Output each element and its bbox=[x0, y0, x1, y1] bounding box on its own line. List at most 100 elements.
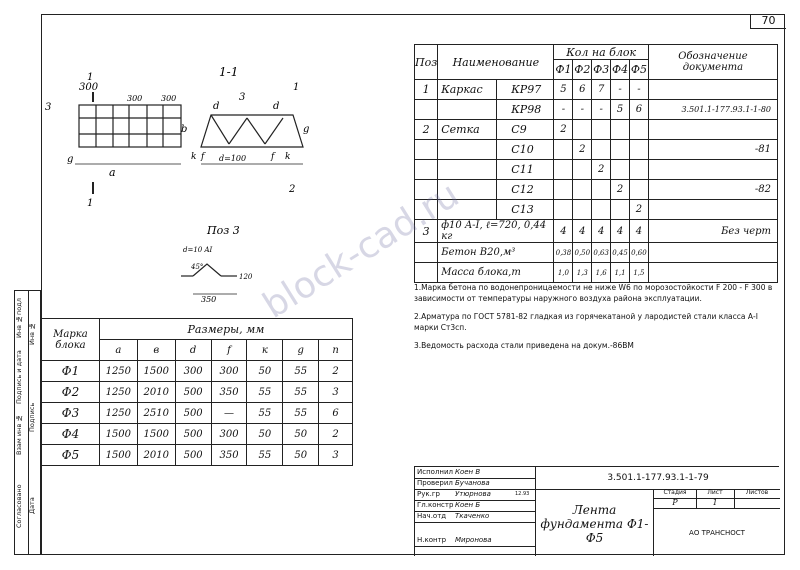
spec-cell: 5 bbox=[610, 99, 630, 120]
qty-col: Ф3 bbox=[591, 59, 612, 80]
staff-name: Бучанова bbox=[455, 479, 490, 487]
spec-cell bbox=[437, 139, 498, 160]
sizes-col-header: d bbox=[174, 339, 212, 361]
sizes-cell: 350 bbox=[210, 444, 248, 466]
spec-cell bbox=[553, 179, 574, 200]
spec-cell bbox=[553, 139, 574, 160]
spec-cell: КР97 bbox=[496, 79, 555, 100]
spec-cell bbox=[647, 262, 779, 283]
section-dim: d bbox=[213, 101, 219, 112]
sizes-cell: 500 bbox=[174, 444, 212, 466]
section-dim: 2 bbox=[288, 184, 295, 195]
header-designation: Обозначение документа bbox=[647, 44, 779, 80]
sheet-value: 1 bbox=[696, 498, 735, 509]
sizes-cell: 50 bbox=[246, 423, 284, 445]
sizes-cell: 3 bbox=[318, 381, 353, 403]
binding-label: Дата bbox=[28, 497, 36, 515]
spec-cell: 5 bbox=[553, 79, 574, 100]
binding-label: Подпись bbox=[28, 402, 36, 432]
spec-cell: КР98 bbox=[496, 99, 555, 120]
spec-cell: ф10 A-I, ℓ=720, 0,44 кг bbox=[437, 219, 555, 243]
spec-cell: 6 bbox=[572, 79, 593, 100]
qty-col: Ф2 bbox=[572, 59, 593, 80]
note: 3.Ведомость расхода стали приведена на д… bbox=[414, 341, 634, 350]
drawing-area: 300 300 300 3 a g b 1 1 1-1 d d f f k k … bbox=[45, 65, 309, 304]
qty-col: Ф5 bbox=[628, 59, 649, 80]
spec-cell: 1,1 bbox=[610, 262, 630, 283]
spec-cell: 1,3 bbox=[572, 262, 593, 283]
section-view bbox=[200, 114, 304, 165]
plan-view bbox=[75, 92, 182, 194]
spec-cell bbox=[628, 119, 649, 140]
sizes-cell: 6 bbox=[318, 402, 353, 424]
spec-cell: Каркас bbox=[437, 79, 498, 100]
spec-cell bbox=[628, 139, 649, 160]
spec-cell bbox=[610, 119, 630, 140]
sizes-cell: 1250 bbox=[98, 402, 138, 424]
spec-cell: 1,5 bbox=[628, 262, 649, 283]
doc-title: Лента фундамента Ф1-Ф5 bbox=[535, 489, 653, 556]
spec-cell bbox=[647, 199, 779, 220]
spec-cell bbox=[413, 139, 439, 160]
pos-dim: 120 bbox=[239, 273, 253, 281]
spec-cell: -81 bbox=[647, 139, 779, 160]
sizes-cell: 300 bbox=[174, 360, 212, 382]
spec-cell: Сетка bbox=[437, 119, 498, 140]
spec-cell: 1,0 bbox=[553, 262, 574, 283]
sizes-mark: Ф5 bbox=[41, 444, 100, 466]
spec-cell: - bbox=[591, 99, 612, 120]
sizes-cell: 1500 bbox=[98, 444, 138, 466]
spec-cell bbox=[647, 79, 779, 100]
staff-role: Исполнил bbox=[417, 468, 454, 476]
staff-role: Гл.констр bbox=[417, 501, 454, 509]
sizes-col-header: к bbox=[246, 339, 284, 361]
header-sizes: Размеры, мм bbox=[98, 318, 354, 340]
spec-cell bbox=[591, 139, 612, 160]
sizes-cell: 3 bbox=[318, 444, 353, 466]
stage-value: Р bbox=[654, 498, 697, 509]
sizes-cell: 500 bbox=[174, 381, 212, 403]
header-qty: Кол на блок bbox=[553, 44, 649, 60]
staff-name: Ткаченко bbox=[455, 512, 490, 520]
spec-cell bbox=[610, 139, 630, 160]
sizes-col-header: в bbox=[136, 339, 176, 361]
header-pos: Поз bbox=[413, 44, 439, 80]
spec-cell bbox=[572, 199, 593, 220]
spec-cell bbox=[591, 119, 612, 140]
note: 1.Марка бетона по водонепроницаемости не… bbox=[414, 283, 773, 303]
spec-cell: 4 bbox=[591, 219, 612, 243]
binding-strip: Инв №подл Подпись и дата Взам инв № Согл… bbox=[14, 290, 41, 555]
spec-cell bbox=[553, 159, 574, 180]
spec-cell: 2 bbox=[413, 119, 439, 140]
pos-dim: 45° bbox=[190, 263, 203, 271]
spec-cell: С13 bbox=[496, 199, 555, 220]
plan-dim: b bbox=[181, 124, 187, 135]
spec-cell bbox=[647, 159, 779, 180]
spec-table: Поз Наименование Кол на блок Обозначение… bbox=[413, 44, 779, 283]
spec-cell: 2 bbox=[553, 119, 574, 140]
plan-dim: 300 bbox=[161, 94, 176, 103]
stage-label: Стадия bbox=[654, 489, 697, 499]
spec-cell: - bbox=[628, 79, 649, 100]
staff-name: Утюрнова bbox=[455, 490, 491, 498]
drawing-frame bbox=[41, 14, 785, 555]
header-name: Наименование bbox=[437, 44, 555, 80]
qty-col: Ф4 bbox=[610, 59, 630, 80]
staff-role: Проверил bbox=[417, 479, 453, 487]
sizes-cell: 50 bbox=[282, 444, 320, 466]
sizes-cell: 2010 bbox=[136, 381, 176, 403]
plan-dim: 300 bbox=[79, 82, 99, 93]
section-dim: d bbox=[273, 101, 279, 112]
spec-cell: 0,50 bbox=[572, 242, 593, 263]
section-dim: f bbox=[270, 152, 276, 162]
sizes-col-header: f bbox=[210, 339, 248, 361]
doc-code: 3.501.1-177.93.1-1-79 bbox=[535, 467, 780, 490]
